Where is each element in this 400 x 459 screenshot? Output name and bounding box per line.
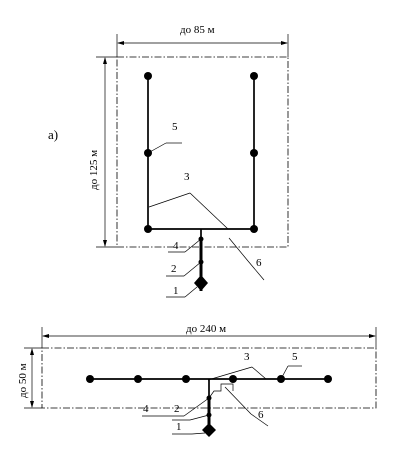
callout-1: 1 bbox=[176, 421, 182, 433]
callout-6: 6 bbox=[258, 409, 264, 421]
diagram-a-conductors bbox=[147, 76, 255, 291]
electrode bbox=[229, 375, 237, 383]
electrode bbox=[134, 375, 142, 383]
electrode bbox=[250, 149, 258, 157]
callout-2: 2 bbox=[174, 403, 180, 415]
callout-1: 1 bbox=[173, 285, 179, 297]
diagram-a-callouts: 5 3 4 2 1 6 bbox=[147, 121, 265, 298]
callout-3: 3 bbox=[184, 171, 190, 183]
callout-3: 3 bbox=[244, 351, 250, 363]
diagram-b-width-label: до 240 м bbox=[186, 323, 226, 335]
diagram-b-area-boundary bbox=[41, 347, 377, 409]
diagram-a: а) до 85 м до 125 м bbox=[48, 24, 289, 298]
diagram-b: до 240 м до 50 м bbox=[17, 323, 377, 437]
diagram-b-conductors bbox=[90, 378, 328, 430]
diagram-a-height-label: до 125 м bbox=[88, 150, 100, 190]
callout-4: 4 bbox=[173, 240, 179, 252]
callout-2: 2 bbox=[171, 263, 177, 275]
diagram-b-electrodes bbox=[86, 375, 332, 437]
electrode bbox=[250, 72, 258, 80]
electrode bbox=[144, 72, 152, 80]
diagram-b-width-dimension: до 240 м bbox=[41, 323, 377, 348]
callout-4: 4 bbox=[143, 403, 149, 415]
electrode bbox=[182, 375, 190, 383]
electrode bbox=[86, 375, 94, 383]
callout-5: 5 bbox=[172, 121, 178, 133]
electrode bbox=[250, 225, 258, 233]
diagram-b-callouts: 3 5 4 2 1 6 bbox=[142, 351, 302, 435]
diagram-a-area-boundary bbox=[116, 56, 289, 248]
callout-5: 5 bbox=[292, 351, 298, 363]
diagram-b-height-label: до 50 м bbox=[17, 363, 29, 398]
electrode bbox=[144, 225, 152, 233]
callout-6: 6 bbox=[256, 257, 262, 269]
electrode bbox=[324, 375, 332, 383]
diagram-a-width-dimension: до 85 м bbox=[116, 24, 289, 57]
diagram-a-width-label: до 85 м bbox=[180, 24, 215, 36]
diagram-b-height-dimension: до 50 м bbox=[17, 347, 42, 409]
equipment-diamond bbox=[202, 423, 216, 437]
diagram-a-height-dimension: до 125 м bbox=[88, 56, 117, 248]
diagram-a-label: а) bbox=[48, 127, 58, 142]
equipment-diamond bbox=[194, 275, 208, 291]
